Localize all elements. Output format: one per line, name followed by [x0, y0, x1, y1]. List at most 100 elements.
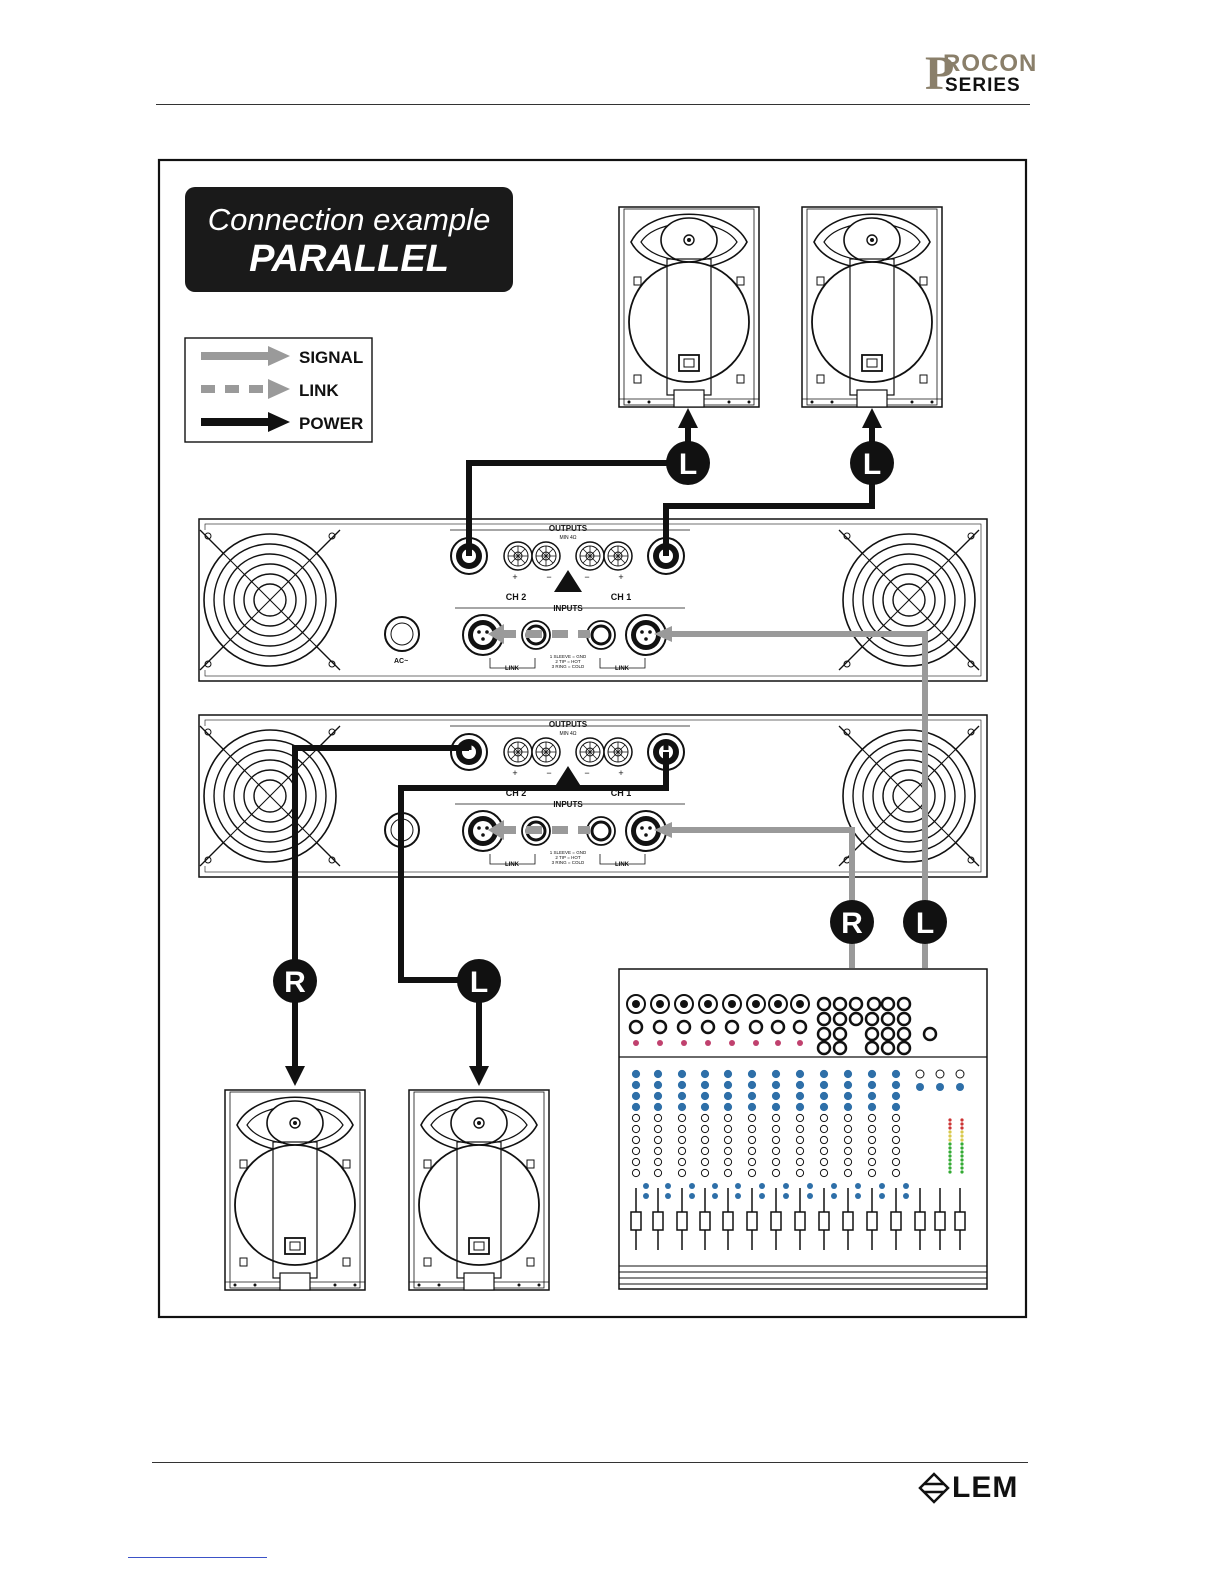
mixer-knob-icon — [796, 1070, 803, 1077]
jack-ch1-icon — [587, 621, 615, 649]
minus-label: − — [584, 572, 589, 582]
mixer-console — [619, 969, 987, 1289]
mixer-jack-icon — [898, 1013, 910, 1025]
mixer-meter-led — [948, 1146, 951, 1149]
pinout-line: 3 RING = COLD — [552, 664, 585, 669]
mixer-knob-icon — [796, 1103, 803, 1110]
mixer-knob-icon — [820, 1158, 827, 1165]
mixer-knob-icon — [701, 1092, 708, 1099]
mixer-knob-icon — [820, 1092, 827, 1099]
speaker-bottom-right — [409, 1090, 549, 1290]
footer-link-underline — [128, 1557, 267, 1558]
mixer-knob-icon — [796, 1158, 803, 1165]
mixer-meter-led — [948, 1134, 951, 1137]
footer-rule — [152, 1462, 1028, 1463]
plus-label: + — [512, 572, 517, 582]
mixer-meter-led — [960, 1134, 963, 1137]
mixer-knob-icon — [844, 1158, 851, 1165]
mixer-jack-icon — [772, 1021, 784, 1033]
mixer-knob-icon — [724, 1114, 731, 1121]
mixer-knob-icon — [701, 1070, 708, 1077]
mixer-knob-icon — [844, 1136, 851, 1143]
mixer-xlr-icon — [796, 1000, 804, 1008]
binding-post-icon — [576, 738, 604, 766]
mixer-jack-icon — [898, 998, 910, 1010]
mixer-knob-icon — [844, 1081, 851, 1088]
mixer-jack-icon — [882, 1013, 894, 1025]
mixer-meter-led — [960, 1142, 963, 1145]
badge-r-bottom: R — [273, 959, 317, 1003]
mixer-xlr-icon — [632, 1000, 640, 1008]
mixer-knob-icon — [796, 1081, 803, 1088]
mixer-knob-icon — [772, 1114, 779, 1121]
mixer-knob-icon — [724, 1147, 731, 1154]
mixer-jack-icon — [630, 1021, 642, 1033]
mixer-knob-icon — [678, 1070, 685, 1077]
mixer-jack-icon — [726, 1021, 738, 1033]
mixer-meter-led — [960, 1118, 963, 1121]
mixer-knob-icon — [820, 1136, 827, 1143]
mixer-meter-led — [948, 1126, 951, 1129]
mixer-knob-icon — [772, 1158, 779, 1165]
mixer-meter-led — [948, 1138, 951, 1141]
mixer-knob-icon — [868, 1114, 875, 1121]
mixer-meter-led — [960, 1122, 963, 1125]
mixer-knob-icon — [820, 1081, 827, 1088]
amplifier-2: OUTPUTS MIN 4Ω + − − + CH 2 CH 1 INPUTS … — [199, 715, 987, 877]
speaker-top-left — [619, 207, 759, 407]
pinout-line: 3 RING = COLD — [552, 860, 585, 865]
mixer-knob-icon — [678, 1147, 685, 1154]
mixer-xlr-icon — [752, 1000, 760, 1008]
mixer-knob-icon — [844, 1125, 851, 1132]
mixer-button-icon — [759, 1183, 765, 1189]
mixer-button-icon — [712, 1193, 718, 1199]
mixer-fader-icon — [631, 1212, 641, 1230]
svg-text:R: R — [841, 907, 863, 940]
binding-post-icon — [504, 738, 532, 766]
fan-icon — [839, 726, 979, 866]
mixer-knob-icon — [892, 1169, 899, 1176]
mixer-knob-icon — [701, 1103, 708, 1110]
mixer-knob-icon — [632, 1158, 639, 1165]
mixer-jack-icon — [882, 1028, 894, 1040]
mixer-meter-led — [948, 1122, 951, 1125]
outputs-label: OUTPUTS — [549, 720, 588, 729]
mixer-knob-icon — [772, 1169, 779, 1176]
mixer-button-icon — [665, 1183, 671, 1189]
mixer-xlr-icon — [680, 1000, 688, 1008]
mixer-knob-icon — [820, 1147, 827, 1154]
mixer-knob-icon — [701, 1114, 708, 1121]
mixer-knob-icon — [748, 1158, 755, 1165]
mixer-button-icon — [855, 1193, 861, 1199]
mixer-knob-icon — [654, 1169, 661, 1176]
speakon-ch2-icon — [451, 734, 487, 770]
mixer-jack-icon — [898, 1042, 910, 1054]
mixer-insert-icon — [753, 1040, 759, 1046]
mixer-knob-icon — [844, 1103, 851, 1110]
binding-post-icon — [504, 542, 532, 570]
mixer-knob-icon — [654, 1114, 661, 1121]
mixer-knob-icon — [868, 1103, 875, 1110]
badge-l-top-left: L — [666, 441, 710, 485]
mixer-knob-icon — [892, 1136, 899, 1143]
mixer-knob-icon — [724, 1158, 731, 1165]
mixer-knob-icon — [748, 1070, 755, 1077]
mixer-knob-icon — [748, 1114, 755, 1121]
mixer-jack-icon — [850, 998, 862, 1010]
mixer-jack-icon — [866, 1013, 878, 1025]
binding-post-icon — [576, 542, 604, 570]
link-label: LINK — [505, 862, 520, 868]
mixer-knob-icon — [678, 1092, 685, 1099]
svg-text:R: R — [284, 966, 306, 999]
mixer-knob-icon — [868, 1092, 875, 1099]
mixer-jack-icon — [834, 1042, 846, 1054]
mixer-jack-icon — [850, 1013, 862, 1025]
mixer-knob-icon — [892, 1158, 899, 1165]
binding-post-icon — [604, 542, 632, 570]
mixer-fader-icon — [935, 1212, 945, 1230]
mixer-knob-icon — [678, 1136, 685, 1143]
mixer-knob-icon — [892, 1070, 899, 1077]
mixer-insert-icon — [797, 1040, 803, 1046]
mixer-button-icon — [783, 1183, 789, 1189]
